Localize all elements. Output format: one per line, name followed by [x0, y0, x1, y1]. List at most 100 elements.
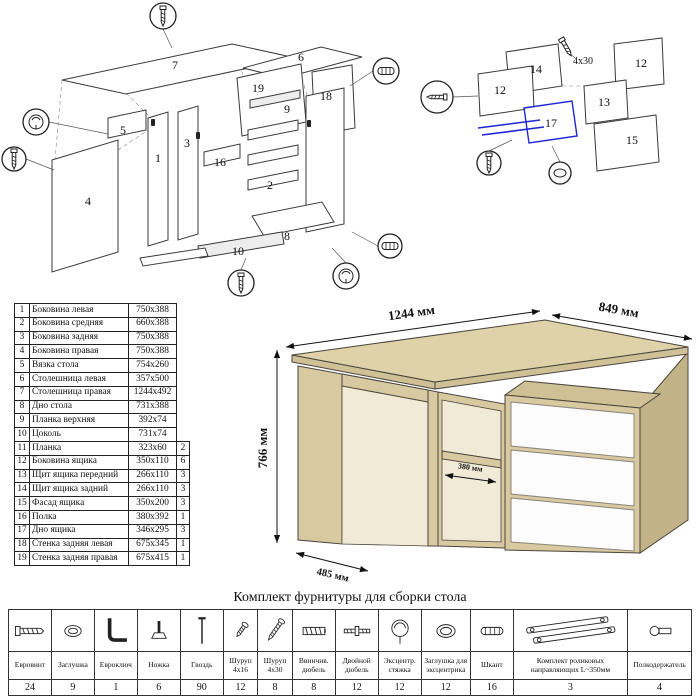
part-number: 2: [14, 316, 30, 332]
part-size: 350x200: [128, 496, 177, 511]
part-label-7: 7: [172, 58, 178, 72]
part-size: 750x388: [128, 330, 177, 346]
hardware-column: Заглушка 9: [51, 610, 95, 695]
drawer-front-1: [510, 401, 635, 459]
hardware-column: Полкодержатель 4: [628, 610, 691, 695]
dowel-icon: [377, 67, 395, 75]
part-panel-2-side-middle: [305, 87, 345, 233]
part-number: 12: [14, 454, 30, 470]
hardware-label: Ножка: [137, 652, 180, 680]
part-panel-3-side-back: [177, 105, 199, 241]
part-panel-8-bottom: [251, 201, 335, 237]
part-size: 266x110: [128, 468, 177, 484]
part-name: Стенка задняя левая: [29, 537, 129, 553]
part-number: 13: [14, 468, 30, 484]
exploded-view-main: 7 6 19 18 5 3 16 2 1 9 10 8 4: [1, 2, 403, 297]
cam-lock-icon: [378, 610, 421, 652]
part-label-15: 15: [626, 133, 638, 147]
part-qty: 3: [176, 482, 190, 498]
hardware-column: Ввинчив. дюбель 8: [292, 610, 336, 695]
hardware-label: Шуруп 4x16: [223, 652, 258, 680]
part-name: Дно ящика: [29, 523, 129, 539]
part-panel-16-shelf: [203, 143, 241, 167]
hardware-column: Шуруп 4x16 12: [223, 610, 259, 695]
double-dowel-icon: [335, 610, 378, 652]
fitting-mark-icon: [307, 120, 311, 127]
part-panel-5-tie: [107, 109, 147, 139]
exploded-views: 7 6 19 18 5 3 16 2 1 9 10 8 4: [1, 2, 665, 297]
drawer-front-3: [510, 497, 635, 552]
part-qty: 3: [176, 496, 190, 511]
part-qty: 3: [176, 523, 190, 539]
assembled-desk-drawing: 1244 мм 849 мм 766 мм 380 мм 485 мм: [255, 299, 693, 585]
exploded-view-drawer: 14 12 12 13 17 15 4х30: [420, 36, 665, 185]
part-label-13: 13: [598, 95, 610, 109]
cam-lock-icon: [338, 268, 354, 284]
part-name: Боковина правая: [29, 344, 129, 360]
part-size: 266x110: [128, 482, 177, 498]
part-name: Столешница левая: [29, 371, 129, 387]
part-name: Столешница правая: [29, 385, 129, 401]
slide-rail-highlight: [477, 119, 545, 136]
part-name: Стенка задняя правая: [29, 551, 129, 567]
dimension-shelf-depth: 380 мм: [457, 461, 483, 473]
hardware-label: Эксцентр. стяжка: [378, 652, 421, 680]
part-label-19: 19: [252, 81, 264, 95]
hardware-column: Шкант 16: [470, 610, 514, 695]
part-size: 1244x492: [128, 385, 177, 401]
hex-key-icon: [94, 610, 137, 652]
part-name: Вязка стола: [29, 358, 129, 373]
hardware-column: Евровинт 24: [9, 610, 52, 695]
hardware-qty: 6: [156, 682, 162, 693]
drawer-slat-2: [247, 144, 299, 166]
desk-middle-divider: [427, 389, 439, 547]
foot-glide-icon: [137, 610, 180, 652]
hardware-column: Эксцентр. стяжка 12: [378, 610, 422, 695]
part-size: 350x110: [128, 454, 177, 470]
part-panel-12-drawer-side: [613, 37, 665, 91]
part-size: 660x388: [128, 316, 177, 332]
desk-left-panel: [297, 365, 343, 545]
part-name: Боковина задняя: [29, 330, 129, 346]
cap-icon: [553, 168, 567, 178]
part-name: Боковина средняя: [29, 316, 129, 332]
screw-size-note: 4х30: [573, 56, 593, 67]
part-name: Фасад ящика: [29, 496, 129, 511]
hardware-qty: 8: [272, 682, 278, 693]
dimension-depth: 849 мм: [598, 299, 641, 321]
hardware-column: Шуруп 4x30 8: [258, 610, 293, 695]
dimension-left-depth: 485 мм: [315, 567, 349, 585]
confirmat-screw-icon: [9, 610, 51, 652]
part-qty: 6: [176, 454, 190, 470]
hardware-qty: 1: [113, 682, 119, 693]
part-label-4: 4: [85, 194, 91, 208]
fitting-mark-icon: [151, 119, 155, 126]
part-label-17: 17: [545, 116, 557, 130]
hardware-qty: 8: [311, 682, 317, 693]
dimension-height: 766 мм: [255, 428, 270, 469]
part-size: 675x345: [128, 537, 177, 553]
desk-right-side-panel: [639, 350, 689, 554]
part-qty: 1: [176, 509, 190, 525]
part-name: Планка верхняя: [29, 413, 129, 429]
hardware-qty: 12: [235, 682, 246, 693]
dimension-line-depth: [551, 313, 693, 341]
hardware-label: Гвоздь: [180, 652, 223, 680]
hardware-qty: 12: [440, 682, 451, 693]
hardware-label: Двойной дюбель: [335, 652, 378, 680]
hardware-label: Заглушка для эксцентрика: [421, 652, 470, 680]
hardware-qty: 16: [486, 682, 497, 693]
hardware-label: Евровинт: [9, 652, 51, 680]
part-label-16: 16: [214, 155, 226, 169]
